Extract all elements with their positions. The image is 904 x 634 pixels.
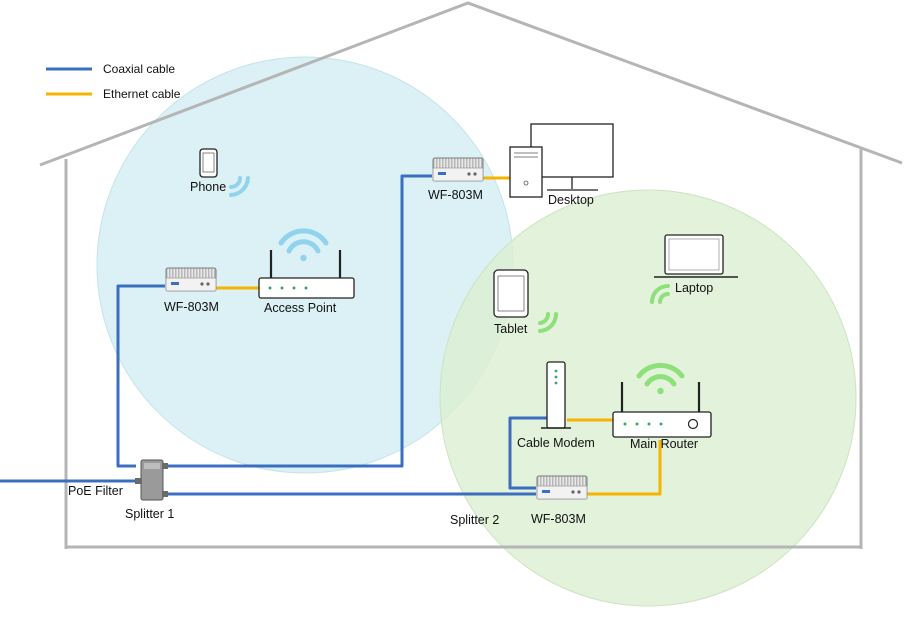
desktop[interactable] bbox=[510, 124, 613, 197]
splitter-2-label: Splitter 2 bbox=[450, 513, 499, 527]
adapter-bottom-label: WF-803M bbox=[531, 512, 586, 526]
phone-label: Phone bbox=[190, 180, 226, 194]
cable-modem-label: Cable Modem bbox=[517, 436, 595, 450]
coverage-zone-green bbox=[440, 190, 856, 606]
main-router-label: Main Router bbox=[630, 437, 698, 451]
splitter-1-label: Splitter 1 bbox=[125, 507, 174, 521]
poe-filter-label: PoE Filter bbox=[68, 484, 123, 498]
adapter-bottom[interactable] bbox=[537, 476, 587, 499]
tablet[interactable] bbox=[494, 270, 528, 317]
tablet-label: Tablet bbox=[494, 322, 528, 336]
laptop-label: Laptop bbox=[675, 281, 713, 295]
phone[interactable] bbox=[200, 149, 217, 177]
desktop-label: Desktop bbox=[548, 193, 594, 207]
legend-coax-label: Coaxial cable bbox=[103, 62, 175, 76]
legend: Coaxial cable Ethernet cable bbox=[46, 62, 181, 101]
adapter-left[interactable] bbox=[166, 268, 216, 291]
adapter-left-label: WF-803M bbox=[164, 300, 219, 314]
adapter-top[interactable] bbox=[433, 158, 483, 181]
adapter-top-label: WF-803M bbox=[428, 188, 483, 202]
splitter-1 bbox=[135, 460, 168, 500]
legend-ethernet-label: Ethernet cable bbox=[103, 87, 181, 101]
access-point-label: Access Point bbox=[264, 301, 337, 315]
